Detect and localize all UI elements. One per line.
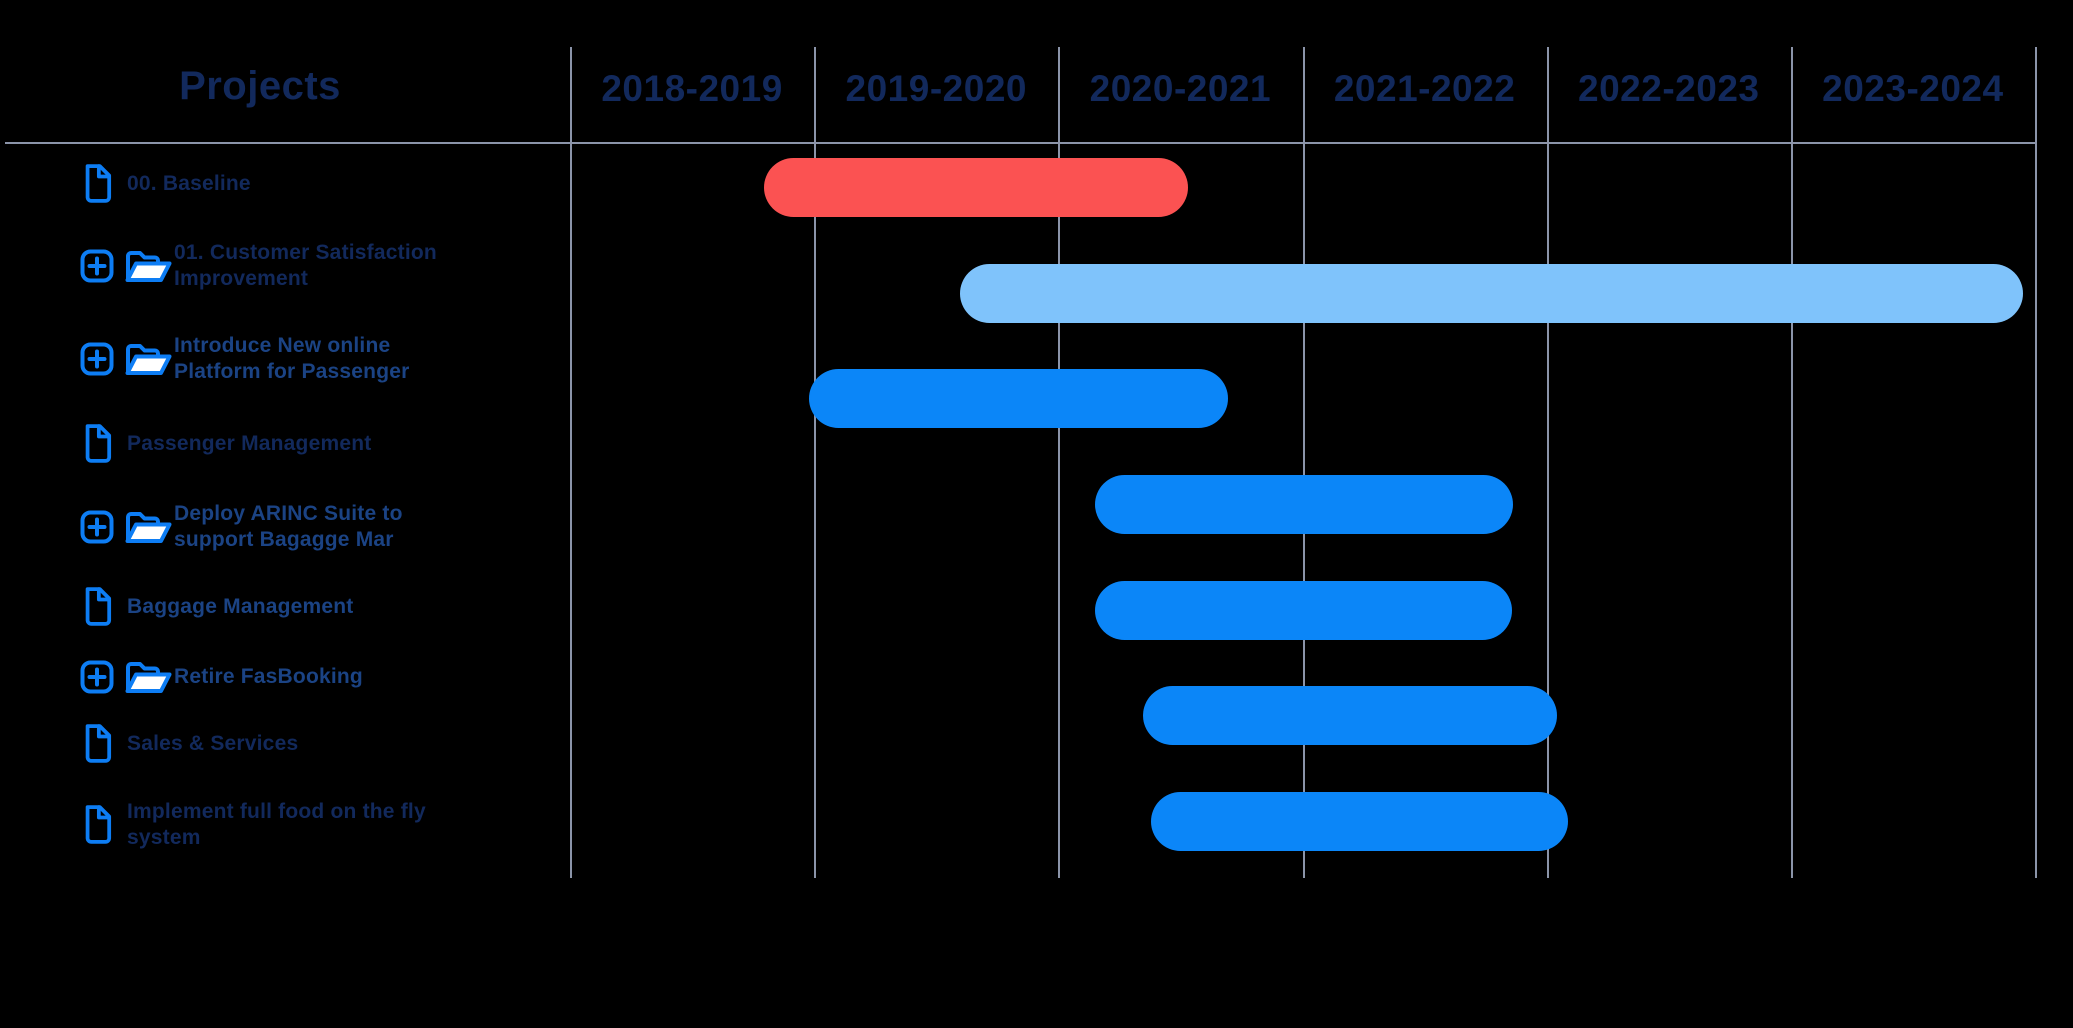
document-icon	[85, 164, 112, 203]
project-label: Retire FasBooking	[174, 664, 363, 690]
project-label: Passenger Management	[127, 431, 371, 457]
projects-column-header: Projects	[179, 64, 341, 108]
project-label-line: Sales & Services	[127, 732, 299, 755]
gridline-vertical	[570, 47, 572, 878]
gridline-vertical	[1302, 47, 1305, 878]
project-label-line: Introduce New online	[174, 334, 391, 357]
project-label: Sales & Services	[127, 731, 298, 757]
project-label-line: support Bagagge Mar	[174, 528, 394, 551]
year-column-header: 2019-2020	[845, 68, 1027, 109]
year-column-header: 2020-2021	[1089, 68, 1272, 109]
project-label-line: Retire FasBooking	[174, 665, 363, 688]
document-icon	[85, 587, 112, 626]
gantt-task-bar[interactable]	[764, 158, 1189, 217]
project-label: Implement full food on the fly system	[127, 799, 426, 851]
year-column-header: 2023-2024	[1822, 68, 2004, 109]
open-folder-icon	[125, 662, 172, 693]
project-label-line: Improvement	[174, 267, 309, 290]
project-label-line: 00. Baseline	[127, 172, 251, 195]
project-label-line: Deploy ARINC Suite to	[174, 502, 403, 525]
open-folder-icon	[125, 512, 172, 543]
gridline-vertical	[1058, 47, 1061, 878]
project-label-line: system	[127, 826, 201, 849]
gantt-task-bar[interactable]	[1094, 475, 1513, 534]
gridline-vertical	[1790, 47, 1793, 878]
year-column-header: 2021-2022	[1333, 68, 1516, 109]
gantt-task-bar[interactable]	[960, 263, 2024, 323]
project-label: 00. Baseline	[127, 171, 251, 197]
gridline-vertical	[1546, 47, 1549, 878]
gantt-task-bar[interactable]	[1143, 686, 1557, 746]
expand-plus-icon[interactable]	[80, 510, 114, 544]
open-folder-icon	[125, 251, 172, 282]
gantt-task-bar[interactable]	[1151, 792, 1568, 851]
project-label: Deploy ARINC Suite to support Bagagge Mar	[174, 501, 403, 553]
year-column-header: 2022-2023	[1578, 68, 1760, 109]
project-label-line: Platform for Passenger	[174, 360, 410, 383]
project-label-line: 01. Customer Satisfaction	[174, 241, 437, 264]
header-separator-line	[5, 142, 2036, 144]
gantt-task-bar[interactable]	[809, 369, 1228, 429]
gantt-task-bar[interactable]	[1095, 580, 1512, 640]
project-label-line: Passenger Management	[127, 432, 372, 455]
document-icon	[85, 724, 112, 763]
expand-plus-icon[interactable]	[80, 342, 114, 376]
project-label-line: Baggage Management	[127, 595, 354, 618]
project-label: Baggage Management	[127, 594, 353, 620]
document-icon	[85, 805, 112, 844]
gridline-vertical	[2035, 47, 2037, 878]
expand-plus-icon[interactable]	[80, 660, 114, 694]
expand-plus-icon[interactable]	[80, 249, 114, 283]
year-column-header: 2018-2019	[601, 68, 783, 109]
gridline-vertical	[814, 47, 817, 878]
open-folder-icon	[125, 344, 172, 375]
project-label-line: Implement full food on the fly	[127, 800, 426, 823]
document-icon	[85, 424, 112, 463]
